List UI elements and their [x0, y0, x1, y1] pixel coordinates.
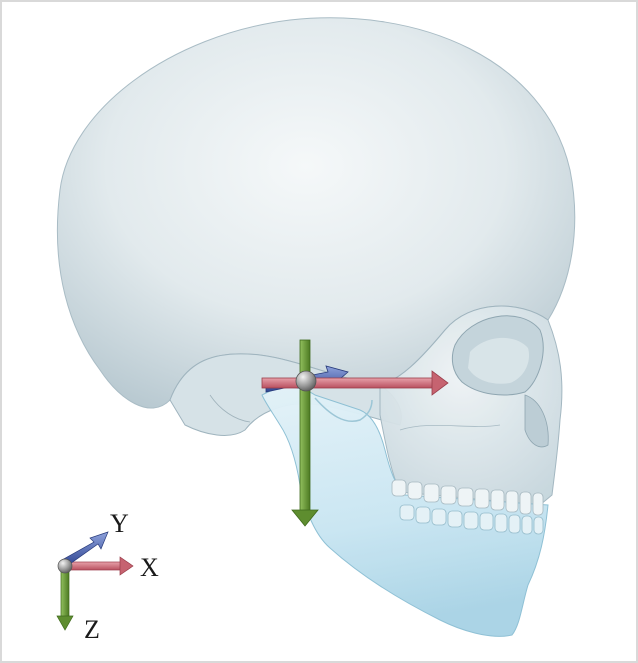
legend-x-label: X: [140, 553, 159, 582]
z-axis-arrow-shaft: [300, 340, 310, 512]
legend-y-label: Y: [110, 509, 129, 538]
legend-z-label: Z: [84, 615, 100, 644]
legend-origin-sphere: [58, 559, 72, 573]
x-axis-arrow-shaft: [262, 378, 434, 388]
legend-z-arrow-shaft: [61, 566, 69, 618]
legend-x-arrow-shaft: [66, 562, 122, 570]
origin-sphere: [296, 371, 316, 391]
